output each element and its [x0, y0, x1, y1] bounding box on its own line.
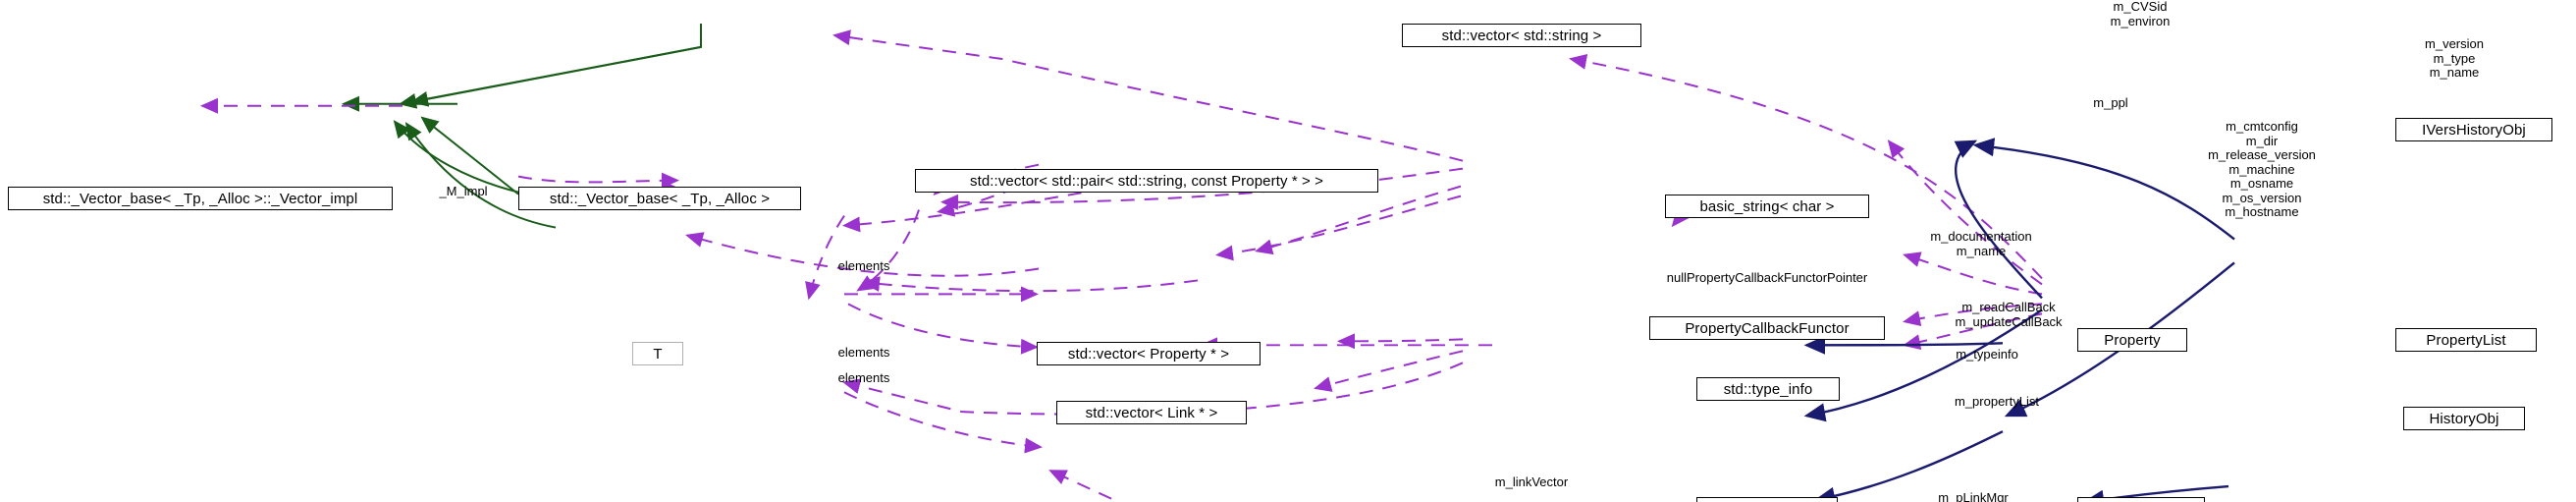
class-node-vector_property[interactable]: std::vector< Property * > — [1037, 342, 1261, 365]
class-node-label: PropertyList — [2426, 331, 2506, 349]
class-node-vector_pair[interactable]: std::vector< std::pair< std::string, con… — [915, 169, 1378, 193]
edge-label-lbl_props: m_props — [2545, 273, 2576, 288]
class-node-label: std::vector< std::string > — [1441, 27, 1602, 44]
edge-label-lbl_pLinkMgr: m_pLinkMgr — [1938, 490, 2009, 502]
class-node-label: PropertyCallbackFunctor — [1685, 319, 1850, 337]
edge-label-lbl_elements_3: elements — [837, 370, 890, 385]
edge-label-lbl_m_impl: _M_impl — [439, 184, 488, 198]
class-node-label: Property — [2104, 331, 2161, 349]
edge-label-lbl_m_ppl: m_ppl — [2093, 95, 2128, 110]
class-node-link_manager[interactable]: LinkManager — [1696, 497, 1838, 502]
class-node-vector_string[interactable]: std::vector< std::string > — [1402, 24, 1641, 47]
class-node-label: std::type_info — [1723, 380, 1813, 398]
class-node-tparam_t[interactable]: T — [632, 342, 683, 365]
class-node-label: std::vector< Property * > — [1067, 345, 1230, 363]
class-node-label: std::_Vector_base< _Tp, _Alloc > — [549, 190, 771, 207]
class-node-label: basic_string< char > — [1699, 197, 1835, 215]
class-node-data_object[interactable]: DataObject — [2077, 497, 2205, 502]
class-node-property_list[interactable]: PropertyList — [2395, 328, 2537, 352]
class-node-label: DataObject — [2104, 501, 2178, 502]
edge-label-lbl_linkVector: m_linkVector — [1494, 474, 1569, 489]
edge-label-lbl_propertyList: m_propertyList — [1955, 394, 2039, 409]
class-node-label: T — [653, 345, 663, 363]
class-node-type_info[interactable]: std::type_info — [1696, 377, 1840, 401]
class-node-prop_cb_functor[interactable]: PropertyCallbackFunctor — [1649, 316, 1885, 340]
class-node-basic_string[interactable]: basic_string< char > — [1665, 195, 1869, 218]
class-node-label: std::_Vector_base< _Tp, _Alloc >::_Vecto… — [42, 190, 358, 207]
class-node-history_obj[interactable]: HistoryObj — [2403, 407, 2525, 430]
usage-edges — [200, 29, 2043, 502]
class-node-vector_link[interactable]: std::vector< Link * > — [1056, 401, 1247, 424]
class-node-label: std::vector< Link * > — [1085, 404, 1218, 421]
edge-label-lbl_null_cb_ptr: nullPropertyCallbackFunctorPointer — [1666, 270, 1868, 285]
class-node-vector_base[interactable]: std::_Vector_base< _Tp, _Alloc > — [518, 187, 801, 210]
edge-label-lbl_elements_1: elements — [837, 258, 890, 273]
class-node-label: std::vector< std::pair< std::string, con… — [969, 172, 1324, 190]
class-node-ivers_history_obj[interactable]: IVersHistoryObj — [2395, 118, 2552, 141]
class-node-label: IVersHistoryObj — [2422, 121, 2526, 139]
edge-label-lbl_typeinfo: m_typeinfo — [1956, 347, 2018, 362]
class-node-vector_impl[interactable]: std::_Vector_base< _Tp, _Alloc >::_Vecto… — [8, 187, 393, 210]
class-node-property[interactable]: Property — [2077, 328, 2187, 352]
class-node-label: HistoryObj — [2429, 410, 2499, 427]
edge-label-lbl_elements_2: elements — [837, 345, 890, 360]
class-node-label: LinkManager — [1724, 501, 1810, 502]
